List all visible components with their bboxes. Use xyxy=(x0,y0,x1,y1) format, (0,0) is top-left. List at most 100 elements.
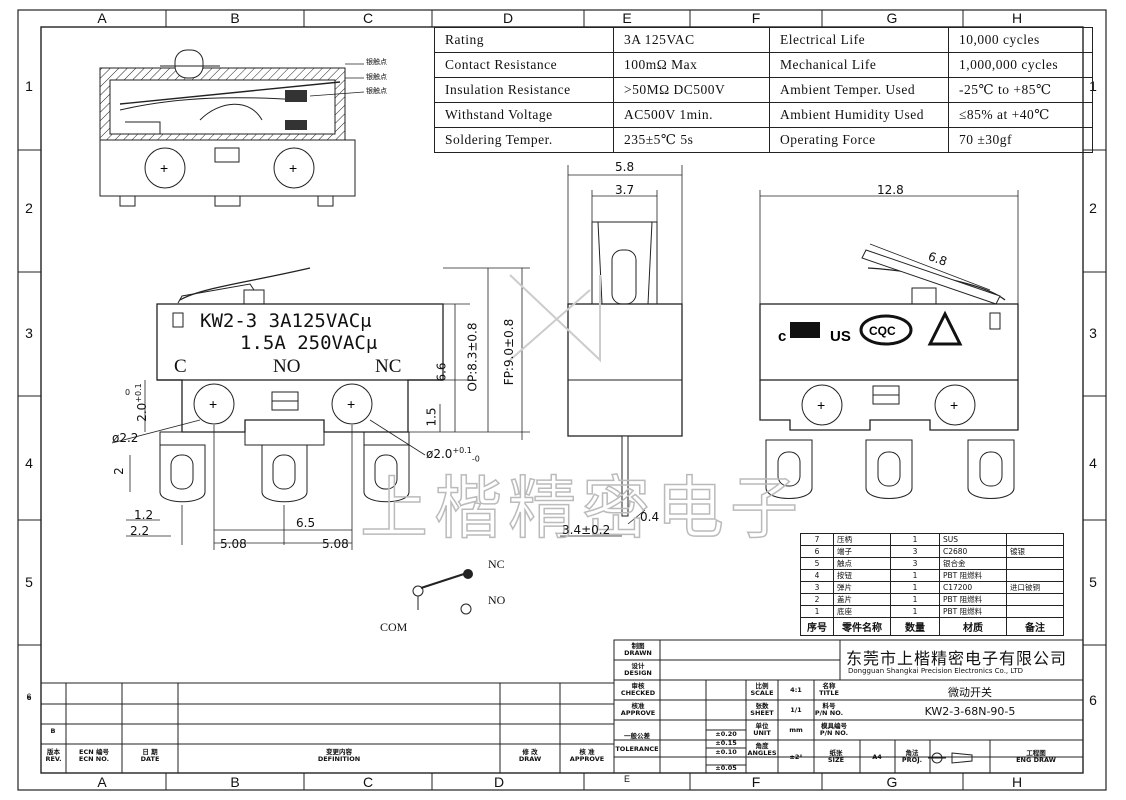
svg-text:c: c xyxy=(778,328,786,345)
grid-col-a-bottom: A xyxy=(97,774,107,790)
bom-row: 2 盖片 1 PBT 阻燃料 xyxy=(800,593,1064,606)
rev-row-b: B xyxy=(50,727,56,735)
schematic-no: NO xyxy=(488,593,506,607)
svg-text:+: + xyxy=(289,160,297,176)
tb-label-cn: 纸张 xyxy=(829,749,843,757)
bom-header-row: 序号 零件名称 数量 材质 备注 xyxy=(800,617,1064,636)
tb-tol-3: ±0.10 xyxy=(715,748,737,756)
tb-label-en: DRAWN xyxy=(624,649,652,657)
grid-col-f-bottom: F xyxy=(751,774,761,790)
grid-row-1-right: 1 xyxy=(1089,78,1097,94)
tb-label-en: UNIT xyxy=(753,729,771,737)
front-marking-line2: 1.5A 250VACμ xyxy=(240,332,377,354)
spec-row: Contact Resistance 100mΩ Max Mechanical … xyxy=(434,52,1093,78)
tb-label-cn: 设计 xyxy=(631,662,645,670)
grid-col-d: D xyxy=(502,10,514,26)
watermark: 上楷精密电子 xyxy=(360,471,804,547)
tb-label-en: DEFINITION xyxy=(317,755,361,763)
terminal-label-nc: NC xyxy=(375,356,402,377)
grid-row-3: 3 xyxy=(25,325,33,341)
dim-2-2: 2.2 xyxy=(130,524,150,538)
tb-label-cn: 工程图 xyxy=(1026,749,1046,757)
tb-label-cn: 变更内容 xyxy=(326,748,352,756)
grid-row-3-right: 3 xyxy=(1089,325,1097,341)
grid-col-e-bottom: E xyxy=(623,774,630,784)
grid-col-c: C xyxy=(362,10,374,26)
front-marking-line1: KW2-3 3A125VACμ xyxy=(200,310,372,332)
schematic-com: COM xyxy=(380,620,408,634)
grid-col-c-bottom: C xyxy=(362,774,374,790)
tb-label-en: ANGLES xyxy=(747,749,777,757)
grid-row-2-right: 2 xyxy=(1089,200,1097,216)
grid-col-d-bottom: D xyxy=(493,774,505,790)
tb-label-cn: 核 准 xyxy=(579,748,595,756)
terminal-label-c: C xyxy=(174,356,187,377)
bom-row: 3 弹片 1 C17200 进口铍铜 xyxy=(800,581,1064,594)
dim-tol-low: -0 xyxy=(471,454,480,464)
grid-row-1: 1 xyxy=(25,78,33,94)
company-name-cn: 东莞市上楷精密电子有限公司 xyxy=(846,649,1068,668)
grid-row-5: 5 xyxy=(25,574,33,590)
grid-row-4: 4 xyxy=(25,455,33,471)
tb-label-cn: 张数 xyxy=(755,702,769,710)
tb-sheet-value: 1/1 xyxy=(790,706,802,714)
tb-tol-4: ±0.05 xyxy=(715,764,737,772)
spec-key: Ambient Humidity Used xyxy=(769,102,949,128)
spec-row: Soldering Temper. 235±5℃ 5s Operating Fo… xyxy=(434,127,1093,153)
spec-row: Rating 3A 125VAC Electrical Life 10,000 … xyxy=(434,27,1093,53)
dim-5-08-right: 5.08 xyxy=(322,537,349,551)
tb-label-cn: 料号 xyxy=(822,702,836,710)
grid-row-4-right: 4 xyxy=(1089,455,1097,471)
tb-label-cn: 名称 xyxy=(822,682,836,690)
dim-5-08-left: 5.08 xyxy=(220,537,247,551)
tb-label-en: SIZE xyxy=(827,756,845,764)
tb-label-cn: 一般公差 xyxy=(624,732,650,740)
dim-3-4: 3.4±0.2 xyxy=(562,523,611,537)
marking-mu: μ xyxy=(365,332,378,354)
spec-value: 100mΩ Max xyxy=(613,52,770,78)
tb-label-cn: 修 改 xyxy=(522,748,538,756)
marking-mu: μ xyxy=(360,310,372,332)
grid-col-e: E xyxy=(622,10,632,26)
bom-table: 7 压柄 1 SUS 6 端子 3 C2680 镀银 5 触点 3 银合金 4 … xyxy=(800,533,1064,636)
spec-row: Insulation Resistance >50MΩ DC500V Ambie… xyxy=(434,77,1093,103)
spec-value: >50MΩ DC500V xyxy=(613,77,770,103)
grid-col-h-bottom: H xyxy=(1011,774,1023,790)
tb-title-value: 微动开关 xyxy=(948,686,992,699)
svg-text:US: US xyxy=(830,328,851,345)
grid-col-f: F xyxy=(751,10,761,26)
spec-row: Withstand Voltage AC500V 1min. Ambient H… xyxy=(434,102,1093,128)
dim-2-0-tol-low: 0 xyxy=(125,388,131,397)
tb-label-en: DATE xyxy=(140,755,160,763)
front-view: + + xyxy=(111,267,530,550)
tb-label-en: SHEET xyxy=(750,709,774,717)
tb-scale-value: 4:1 xyxy=(790,686,802,694)
tb-label-cn: 比例 xyxy=(755,682,769,690)
spec-key: Contact Resistance xyxy=(434,52,614,78)
grid-row-6-right: 6 xyxy=(1089,692,1097,708)
company-name-en: Dongguan Shangkai Precision Electronics … xyxy=(848,667,1023,675)
spec-key: Operating Force xyxy=(769,127,949,153)
grid-row-2: 2 xyxy=(25,200,33,216)
dim-0-4: 0.4 xyxy=(640,510,660,524)
tb-pn-value: KW2-3-68N-90-5 xyxy=(924,705,1016,718)
spec-value: 70 ±30gf xyxy=(948,127,1093,153)
spec-key: Rating xyxy=(434,27,614,53)
tb-label-en: REV. xyxy=(45,755,62,763)
tb-label-en: DESIGN xyxy=(624,669,652,677)
tb-label-en: ECN NO. xyxy=(78,755,110,763)
bom-header-qty: 数量 xyxy=(890,617,940,636)
dim-12-8: 12.8 xyxy=(877,183,904,197)
tb-label-en: TITLE xyxy=(819,689,839,697)
grid-col-g-bottom: G xyxy=(886,774,898,790)
